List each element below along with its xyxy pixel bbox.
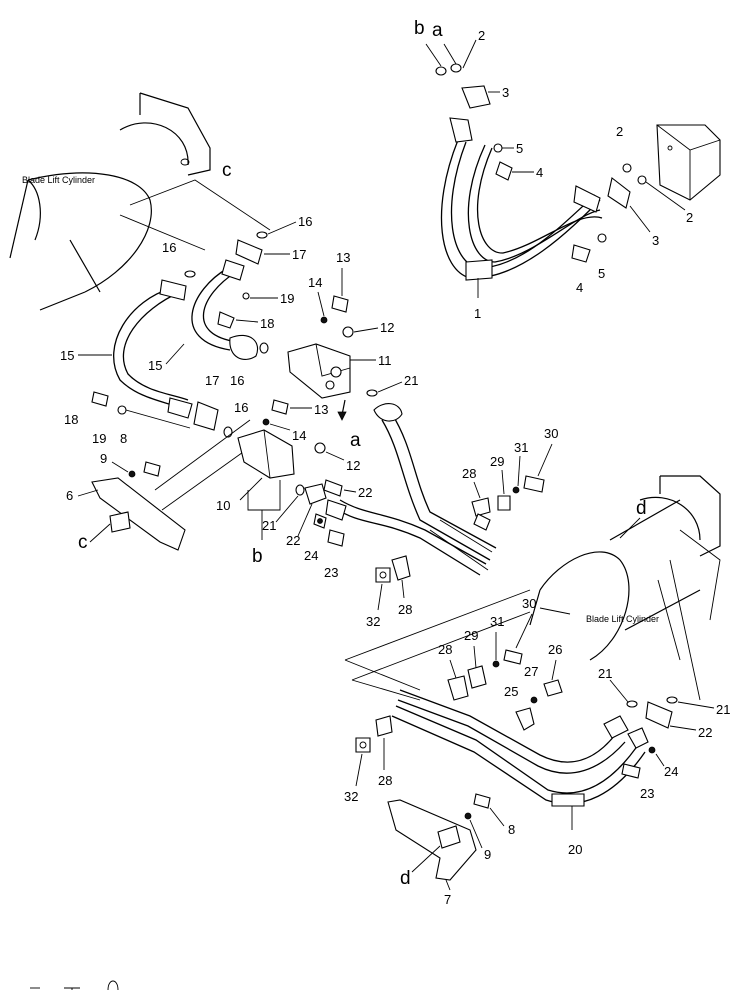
callout-11: 11 (378, 353, 392, 368)
callout-23-left: 23 (324, 565, 338, 580)
callout-24-right: 24 (664, 764, 678, 779)
callout-32-left: 32 (366, 614, 380, 629)
callout-22-right: 22 (698, 725, 712, 740)
callout-13-mid: 13 (314, 402, 328, 417)
letter-c-top: c (222, 160, 232, 181)
letter-c-bottom: c (78, 532, 88, 553)
letter-b-mid: b (252, 546, 263, 567)
letter-d-bottom: d (400, 868, 411, 889)
callout-16-b: 16 (230, 373, 244, 388)
callout-29-top: 29 (490, 454, 504, 469)
hose-15-mid (191, 259, 258, 360)
callout-2-top: 2 (478, 28, 485, 43)
callout-19-top: 19 (280, 291, 294, 306)
letter-a-mid: a (350, 430, 361, 451)
callout-29-bottom: 29 (464, 628, 478, 643)
callout-21-mid: 21 (404, 373, 418, 388)
cylinder-right-label: Blade Lift Cylinder (586, 614, 659, 624)
callout-3-right: 3 (652, 233, 659, 248)
callout-18-left: 18 (64, 412, 78, 427)
callout-9-left: 9 (100, 451, 107, 466)
callout-3-top: 3 (502, 85, 509, 100)
callout-25: 25 (504, 684, 518, 699)
callout-13-top: 13 (336, 250, 350, 265)
callout-2-mid: 2 (616, 124, 623, 139)
callout-20: 20 (568, 842, 582, 857)
letter-a-top: a (432, 20, 443, 41)
callout-27: 27 (524, 664, 538, 679)
bracket-10 (237, 429, 295, 479)
callout-21-right: 21 (716, 702, 730, 717)
callout-1: 1 (474, 306, 481, 321)
callout-6: 6 (66, 488, 73, 503)
callout-21-cyl: 21 (598, 666, 612, 681)
callout-12-mid: 12 (346, 458, 360, 473)
callout-8-right: 8 (508, 822, 515, 837)
callout-4-bottom: 4 (576, 280, 583, 295)
callout-26: 26 (548, 642, 562, 657)
callout-16-c: 16 (234, 400, 248, 415)
letter-d-top: d (636, 498, 647, 519)
callout-5-bottom: 5 (598, 266, 605, 281)
callout-17-top: 17 (292, 247, 306, 262)
callout-23-right: 23 (640, 786, 654, 801)
callout-22-left: 22 (286, 533, 300, 548)
callout-16-a: 16 (162, 240, 176, 255)
callout-30-top: 30 (544, 426, 558, 441)
cylinder-left-label: Blade Lift Cylinder (22, 175, 95, 185)
callout-5-top: 5 (516, 141, 523, 156)
block-11 (287, 343, 351, 399)
blade-lift-cylinder-right (529, 475, 721, 701)
letter-b-top: b (414, 18, 425, 39)
callout-15-left: 15 (60, 348, 74, 363)
callout-24-left: 24 (304, 548, 318, 563)
bracket-7 (387, 799, 477, 881)
callout-28-bottom: 28 (378, 773, 392, 788)
bracket-6 (91, 477, 186, 551)
callout-2-right: 2 (686, 210, 693, 225)
callout-14-mid: 14 (292, 428, 306, 443)
callout-8-left: 8 (120, 431, 127, 446)
callout-10: 10 (216, 498, 230, 513)
callout-21-left: 21 (262, 518, 276, 533)
callout-32-bottom: 32 (344, 789, 358, 804)
blade-lift-cylinder-left (9, 92, 271, 311)
callout-31-bottom: 31 (490, 614, 504, 629)
callout-17-mid: 17 (205, 373, 219, 388)
callout-4-top: 4 (536, 165, 543, 180)
callout-31-top: 31 (514, 440, 528, 455)
callout-15-mid: 15 (148, 358, 162, 373)
callout-12-top: 12 (380, 320, 394, 335)
callout-30-bottom: 30 (522, 596, 536, 611)
callout-22-mid: 22 (358, 485, 372, 500)
hose-15-left (113, 279, 193, 419)
callout-18-top: 18 (260, 316, 274, 331)
callout-28-top: 28 (462, 466, 476, 481)
callout-19-left: 19 (92, 431, 106, 446)
callout-16-top: 16 (298, 214, 312, 229)
callout-28-lower: 28 (438, 642, 452, 657)
valve-block (656, 124, 721, 201)
callout-28-mid: 28 (398, 602, 412, 617)
hose-middle (325, 403, 497, 576)
callout-7: 7 (444, 892, 451, 907)
callout-9-right: 9 (484, 847, 491, 862)
callout-14-top: 14 (308, 275, 322, 290)
tube-lower (391, 689, 649, 830)
hose-assembly-top (440, 85, 603, 298)
